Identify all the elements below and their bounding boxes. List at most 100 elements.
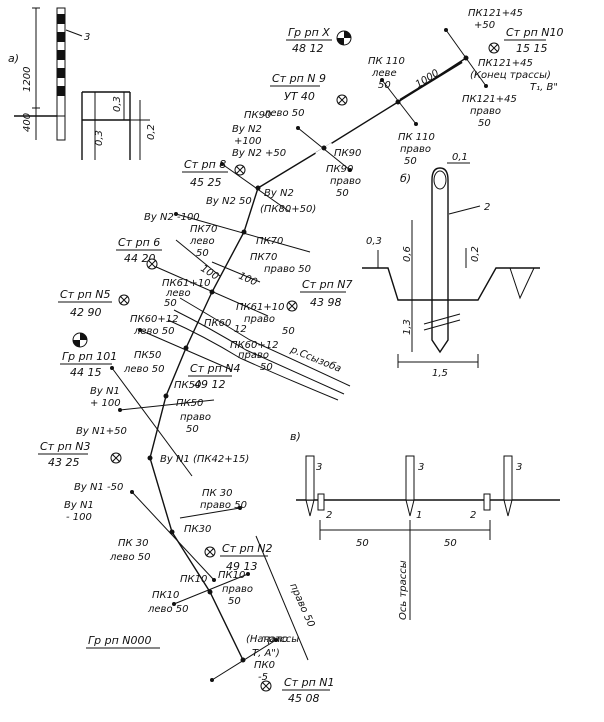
callout-3-right: 3: [516, 462, 522, 473]
detail-a-callout: 3: [84, 32, 90, 43]
station-1: Ст рп N1 45 08: [260, 676, 334, 705]
label-route_labels-12: право: [400, 144, 431, 155]
benchmark-x-elev: 48 12: [292, 42, 324, 55]
label-route_labels-44: ПК60: [204, 318, 231, 329]
label-route_labels-35: 100: [237, 271, 259, 289]
label-route_labels-60: Ву N1 -50: [74, 482, 123, 493]
station-5: Ст рп N5 42 90: [58, 288, 130, 319]
label-route_labels-14: 1000: [414, 68, 441, 91]
label-route_labels-50: ПК50: [134, 350, 161, 361]
label-route_labels-63: ПК 30: [202, 488, 233, 499]
label-route_labels-47: право: [238, 350, 269, 361]
station-9: Ст рп N 9 УТ 40: [270, 72, 348, 106]
label-stations-7-elev: 43 25: [48, 456, 80, 469]
label-route_labels-48: 50: [260, 362, 273, 373]
station-7: Ст рп N7 43 98: [286, 278, 352, 312]
dim-0-3: 0,3: [366, 236, 382, 247]
label-route_labels-57: + 100: [90, 398, 121, 409]
label-route_labels-15: ПК90: [244, 110, 271, 121]
label-route_labels-29: лево: [189, 236, 215, 247]
label-route_labels-19: право: [330, 176, 361, 187]
label-route_labels-21: Ву N2: [232, 124, 262, 135]
label-route_labels-45: 12: [234, 324, 247, 335]
detail-v: в) 3 3 3 2 1 2 50 50 Ось трассы: [290, 430, 560, 620]
label-route_labels-56: Ву N1: [90, 386, 120, 397]
label-stations-8-name: Ст рп N2: [222, 542, 272, 555]
label-route_labels-79: Т, А"): [252, 648, 280, 659]
label-route_labels-1: +50: [474, 20, 495, 31]
callout-2-right: 2: [470, 510, 476, 521]
label-route_labels-52: ПК50: [174, 380, 201, 391]
route-line: право 50: [110, 28, 488, 682]
benchmark-x-name: Гр рп X: [288, 26, 330, 39]
label-route_labels-53: ПК50: [176, 398, 203, 409]
label-route_labels-4: Т₁, В": [530, 82, 558, 93]
benchmark-000-name: Гр рп N000: [88, 634, 152, 647]
dim-0-3-top: 0,3: [112, 96, 123, 112]
label-route_labels-65: ПК30: [184, 524, 211, 535]
label-stations-3-name: Ст рп 6: [118, 236, 160, 249]
label-route_labels-40: право: [244, 314, 275, 325]
label-route_labels-33: право 50: [264, 264, 311, 275]
benchmarks: Гр рп X 48 12 Гр рп 101 44 15 Гр рп N000: [60, 26, 352, 649]
dim-0-6: 0,6: [402, 246, 413, 262]
label-route_labels-32: ПК70: [250, 252, 277, 263]
label-route_labels-8: ПК 110: [368, 56, 405, 67]
station-2: Ст рп N2 49 13: [204, 542, 272, 573]
axis-label: Ось трассы: [398, 560, 409, 620]
label-route_labels-30: 50: [196, 248, 209, 259]
label-route_labels-0: ПК121+45: [468, 8, 523, 19]
label-route_labels-64: право 50: [200, 500, 247, 511]
dim-0-2-b: 0,2: [470, 246, 481, 262]
label-route_labels-26: (ПК80+50): [260, 204, 316, 215]
label-route_labels-59: Ву N1 (ПК42+15): [160, 454, 249, 465]
label-route_labels-43: лево 50: [133, 326, 174, 337]
striped-pole: [56, 7, 66, 117]
label-route_labels-81: -5: [258, 672, 268, 683]
label-route_labels-5: ПК121+45: [462, 94, 517, 105]
detail-b-callout: 2: [484, 202, 490, 213]
benchmark-x: Гр рп X 48 12: [286, 26, 352, 55]
label-stations-2-elev: 45 25: [190, 176, 222, 189]
label-route_labels-17: ПК90: [334, 148, 361, 159]
label-stations-5-name: Ст рп N7: [302, 278, 352, 291]
label-route_labels-23: Ву N2 +50: [232, 148, 286, 159]
label-stations-9-name: Ст рп N1: [284, 676, 334, 689]
callout-3-left: 3: [316, 462, 322, 473]
benchmark-101-elev: 44 15: [70, 366, 102, 379]
detail-a: а) 3 1200 400 0,3 0,3 0,2: [8, 7, 157, 160]
label-route_labels-9: леве: [371, 68, 397, 79]
station-8: Ст рп 8 45 25: [182, 158, 246, 189]
label-stations-7-name: Ст рп N3: [40, 440, 90, 453]
label-route_labels-73: лево 50: [147, 604, 188, 615]
label-route_labels-71: 50: [228, 596, 241, 607]
label-route_labels-66: ПК 30: [118, 538, 149, 549]
label-route_labels-58: Ву N1+50: [76, 426, 127, 437]
label-route_labels-67: лево 50: [109, 552, 150, 563]
callout-2-left: 2: [326, 510, 332, 521]
benchmark-101: Гр рп 101 44 15: [60, 332, 117, 379]
label-stations-4-name: Ст рп N5: [60, 288, 110, 301]
label-route_labels-78: трассы: [262, 634, 299, 645]
dim-0-2: 0,2: [146, 124, 157, 140]
callout-1: 1: [416, 510, 422, 521]
panel-label-a: а): [8, 52, 19, 65]
label-route_labels-42: ПК60+12: [130, 314, 178, 325]
label-route_labels-16: лево 50: [263, 108, 304, 119]
label-route_labels-70: право: [222, 584, 253, 595]
station-4: Ст рп N4 49 12: [188, 362, 240, 391]
dim-0-1: 0,1: [452, 152, 468, 163]
label-route_labels-7: 50: [478, 118, 491, 129]
label-stations-9-elev: 45 08: [288, 692, 320, 705]
label-route_labels-28: ПК70: [190, 224, 217, 235]
label-route_labels-38: 50: [164, 298, 177, 309]
panel-label-b: б): [400, 172, 411, 185]
label-route_labels-37: лево: [165, 288, 191, 299]
label-route_labels-3: (Конец трассы): [470, 70, 551, 81]
label-route_labels-39: ПК61+10: [236, 302, 284, 313]
label-stations-1-name: Ст рп N 9: [272, 72, 326, 85]
label-route_labels-54: право: [180, 412, 211, 423]
spacing-left: 50: [356, 538, 369, 549]
label-route_labels-10: 50: [378, 80, 391, 91]
